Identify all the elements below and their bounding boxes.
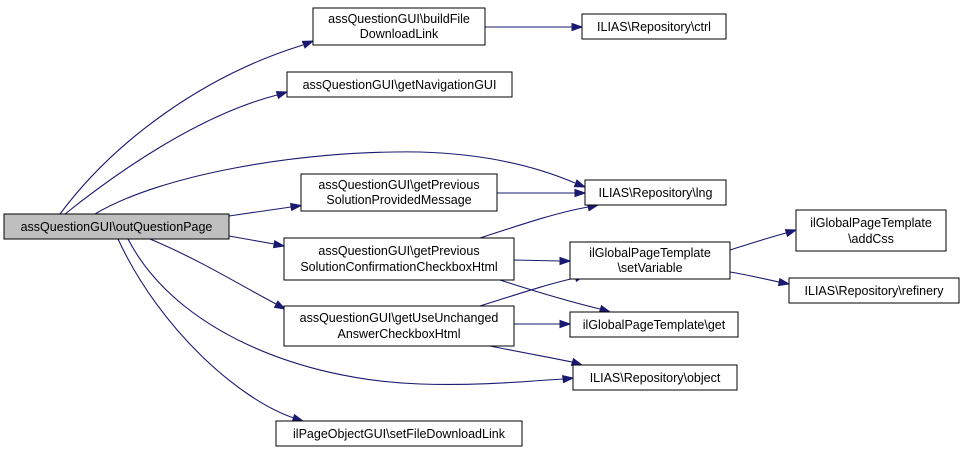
edge-line	[228, 235, 275, 245]
edge-line	[729, 271, 780, 283]
edge-line	[59, 44, 304, 215]
node-label: ILIAS\Repository\object	[590, 371, 721, 385]
node-label-line-1: assQuestionGUI\getUseUnchanged	[300, 311, 499, 325]
node-label: ILIAS\Repository\lng	[599, 186, 713, 200]
node-build-file-download-link[interactable]: assQuestionGUI\buildFile DownloadLink	[312, 7, 486, 46]
arrowhead-icon	[273, 300, 287, 310]
edge-line	[64, 94, 278, 215]
node-get-previous-solution-confirmation-checkbox-html[interactable]: assQuestionGUI\getPrevious SolutionConfi…	[283, 237, 515, 281]
node-label: ILIAS\Repository\ctrl	[597, 20, 711, 34]
edge-line	[479, 277, 576, 307]
arrowhead-icon	[562, 375, 575, 384]
arrowhead-icon	[570, 357, 584, 366]
edges	[59, 22, 798, 422]
edge-root-to-repo-lng	[94, 151, 587, 215]
edge-get-prev-chk-to-set-variable	[513, 256, 572, 266]
arrowhead-icon	[301, 40, 315, 49]
node-global-page-template-add-css[interactable]: ilGlobalPageTemplate \addCss	[795, 209, 947, 252]
node-repository-refinery[interactable]: ILIAS\Repository\refinery	[788, 277, 960, 304]
edge-get-prev-chk-to-repo-lng	[479, 203, 600, 239]
node-label-line-2: DownloadLink	[360, 27, 439, 41]
node-get-use-unchanged-answer-checkbox-html[interactable]: assQuestionGUI\getUseUnchanged AnswerChe…	[283, 305, 515, 347]
arrowhead-icon	[559, 319, 572, 329]
edge-root-to-get-prev-chk	[228, 235, 286, 249]
node-page-object-gui-set-file-download-link[interactable]: ilPageObjectGUI\setFileDownloadLink	[275, 420, 523, 447]
arrowhead-icon	[598, 304, 612, 313]
node-get-navigation-gui[interactable]: assQuestionGUI\getNavigationGUI	[286, 71, 513, 98]
arrowhead-icon	[275, 91, 289, 100]
node-label: ILIAS\Repository\refinery	[805, 284, 945, 298]
arrowhead-icon	[573, 179, 587, 188]
edge-line	[228, 206, 292, 217]
node-label-line-2: AnswerCheckboxHtml	[338, 327, 461, 341]
arrowhead-icon	[571, 22, 584, 32]
node-label: ilPageObjectGUI\setFileDownloadLink	[293, 427, 506, 441]
arrowhead-icon	[272, 240, 286, 249]
edge-line	[149, 238, 277, 305]
node-label-line-1: assQuestionGUI\getPrevious	[318, 244, 479, 258]
node-label-line-2: \addCss	[848, 232, 894, 246]
node-repository-object[interactable]: ILIAS\Repository\object	[572, 364, 738, 391]
node-global-page-template-set-variable[interactable]: ilGlobalPageTemplate \setVariable	[569, 241, 731, 280]
node-label-line-1: ilGlobalPageTemplate	[589, 246, 711, 260]
node-out-question-page[interactable]: assQuestionGUI\outQuestionPage	[3, 213, 230, 240]
edge-line	[479, 206, 589, 239]
edge-line	[729, 232, 787, 251]
edge-root-to-build-file	[59, 40, 315, 215]
node-label-line-2: SolutionConfirmationCheckboxHtml	[300, 260, 497, 274]
edge-line	[127, 238, 564, 386]
node-repository-ctrl[interactable]: ILIAS\Repository\ctrl	[581, 13, 727, 40]
node-label-line-1: ilGlobalPageTemplate	[810, 216, 932, 230]
edge-line	[94, 151, 576, 215]
edge-root-to-get-prev-msg	[228, 202, 303, 217]
edge-set-variable-to-refinery	[729, 271, 791, 287]
edge-line	[489, 345, 573, 363]
edge-set-variable-to-add-css	[729, 229, 798, 251]
edge-get-prev-chk-to-tpl-get	[499, 279, 612, 313]
node-label-line-2: \setVariable	[617, 261, 682, 275]
nodes: assQuestionGUI\outQuestionPage assQuesti…	[3, 7, 960, 447]
edge-get-unchanged-to-repo-object	[489, 345, 584, 366]
edge-root-to-get-nav	[64, 91, 289, 215]
node-label: ilGlobalPageTemplate\get	[583, 318, 726, 332]
edge-get-prev-msg-to-repo-lng	[497, 188, 587, 198]
node-global-page-template-get[interactable]: ilGlobalPageTemplate\get	[569, 311, 739, 338]
edge-root-to-get-unchanged	[149, 238, 287, 310]
arrowhead-icon	[784, 229, 798, 238]
edge-build-file-to-repo-ctrl	[485, 22, 584, 32]
arrowhead-icon	[777, 277, 791, 287]
arrowhead-icon	[291, 413, 305, 422]
edge-root-to-repo-object	[127, 238, 575, 386]
edge-line	[499, 279, 601, 310]
arrowhead-icon	[574, 188, 587, 198]
node-label-line-1: assQuestionGUI\getPrevious	[318, 178, 479, 192]
arrowhead-icon	[559, 256, 572, 266]
edge-line	[513, 259, 561, 262]
node-label: assQuestionGUI\getNavigationGUI	[303, 78, 497, 92]
node-label-line-1: assQuestionGUI\buildFile	[328, 12, 470, 26]
node-label-line-2: SolutionProvidedMessage	[326, 193, 471, 207]
arrowhead-icon	[290, 202, 303, 212]
node-get-previous-solution-provided-message[interactable]: assQuestionGUI\getPrevious SolutionProvi…	[300, 173, 498, 212]
node-repository-lng[interactable]: ILIAS\Repository\lng	[584, 179, 727, 206]
node-label: assQuestionGUI\outQuestionPage	[21, 220, 213, 234]
edge-line	[117, 238, 295, 419]
edge-get-unchanged-to-tpl-get	[514, 319, 572, 329]
